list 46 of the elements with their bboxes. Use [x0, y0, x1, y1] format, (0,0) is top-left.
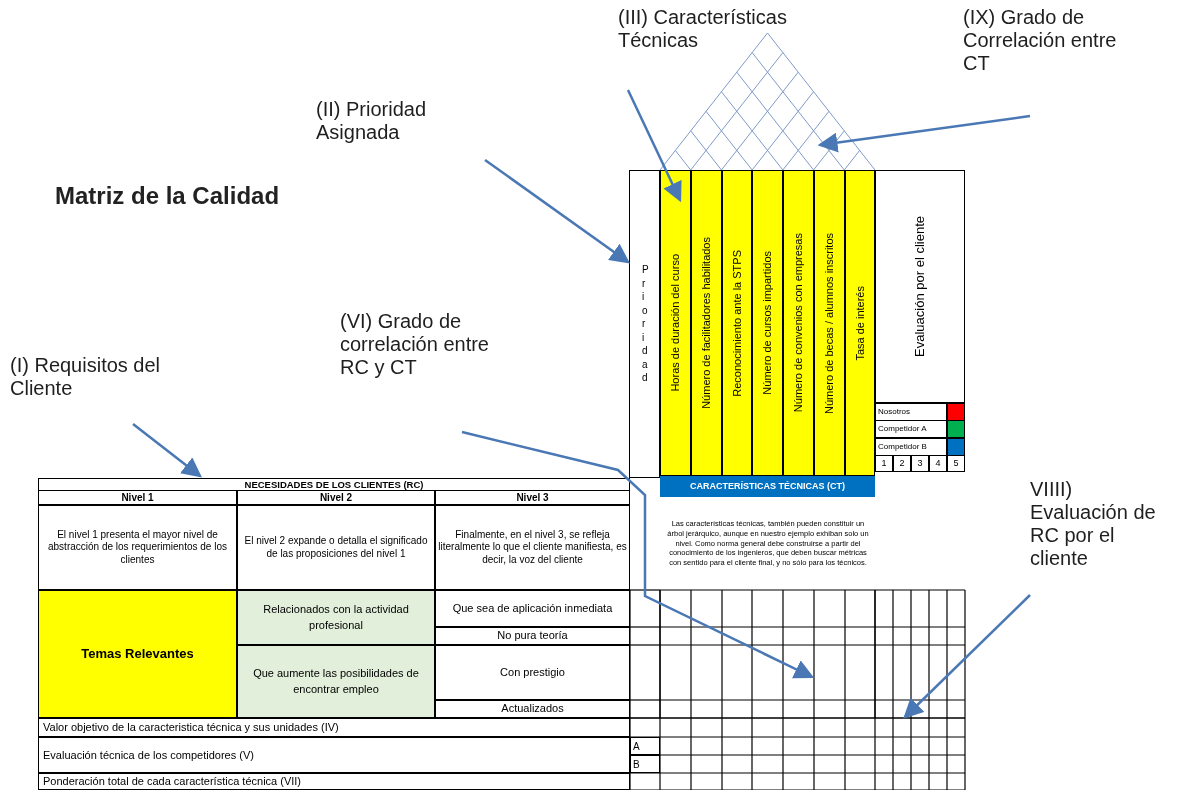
table-cell: El nivel 2 expande o detalla el significado de las proposiciones del nivel 1: [237, 505, 435, 590]
table-row-cell: Valor objetivo de la caracteristica técnica y sus unidades (IV): [38, 718, 630, 737]
column-header-cell: Número de facilitadores habilitados: [691, 170, 722, 476]
table-header-cell: Nivel 1: [38, 490, 237, 505]
table-cell: El nivel 1 presenta el mayor nivel de abstracción de los requerimientos de los clientes: [38, 505, 237, 590]
column-header-cell: Prioridad: [629, 170, 660, 478]
table-cell: Que sea de aplicación inmediata: [435, 590, 630, 627]
table-cell: Con prestigio: [435, 645, 630, 700]
leader-arrow: [132, 423, 202, 478]
legend-label: Nosotros: [875, 403, 947, 421]
callout-text: (II) Prioridad Asignada: [316, 98, 491, 160]
callout-text: VIIII) Evaluación de RC por el cliente: [1030, 478, 1175, 603]
table-cell: Relacionados con la actividad profesional: [237, 590, 435, 645]
legend-label: Competidor B: [875, 438, 947, 456]
table-cell: A: [630, 737, 660, 755]
column-header-cell: Número de becas / alumnos inscritos: [814, 170, 845, 476]
leader-arrow: [484, 159, 631, 264]
table-row-cell: Ponderación total de cada característica técnica (VII): [38, 773, 630, 790]
table-header-cell: Nivel 3: [435, 490, 630, 505]
column-header-cell: Número de cursos impartidos: [752, 170, 783, 476]
table-cell: Actualizados: [435, 700, 630, 718]
callout-text: (I) Requisitos del Cliente: [10, 354, 205, 424]
table-cell: Que aumente las posibilidades de encontrar empleo: [237, 645, 435, 718]
column-header-cell: Número de convenios con empresas: [783, 170, 814, 476]
column-header-cell: Reconocimiento ante la STPS: [722, 170, 752, 476]
table-header-cell: Nivel 2: [237, 490, 435, 505]
leader-arrow: [626, 89, 682, 203]
callout-text: (VI) Grado de correlación entre RC y CT: [340, 310, 520, 432]
leader-arrow: [903, 594, 1031, 719]
column-header-cell: Evaluación por el cliente: [875, 170, 965, 403]
column-header-cell: Tasa de interés: [845, 170, 875, 476]
table-cell: No pura teoría: [435, 627, 630, 645]
section-header-band: CARACTERÍSTICAS TÉCNICAS (CT): [660, 476, 875, 497]
table-cell: Finalmente, en el nivel 3, se refleja literalmente lo que el cliente manifiesta, es decir, la voz del cliente: [435, 505, 630, 590]
legend-label: Competidor A: [875, 420, 947, 438]
table-cell: Temas Relevantes: [38, 590, 237, 718]
diagram-title: Matriz de la Calidad: [55, 181, 280, 211]
leader-arrow: [461, 430, 815, 679]
table-row-cell: Evaluación técnica de los competidores (V): [38, 737, 630, 773]
relationship-matrix: [660, 590, 875, 718]
evaluation-grid: [875, 590, 965, 718]
leader-arrow: [817, 114, 1031, 153]
callout-text: (III) Características Técnicas: [618, 6, 858, 90]
callout-text: (IX) Grado de Correlación entre CT: [963, 6, 1148, 116]
table-cell: B: [630, 755, 660, 773]
column-header-cell: Horas de duración del curso: [660, 170, 691, 476]
